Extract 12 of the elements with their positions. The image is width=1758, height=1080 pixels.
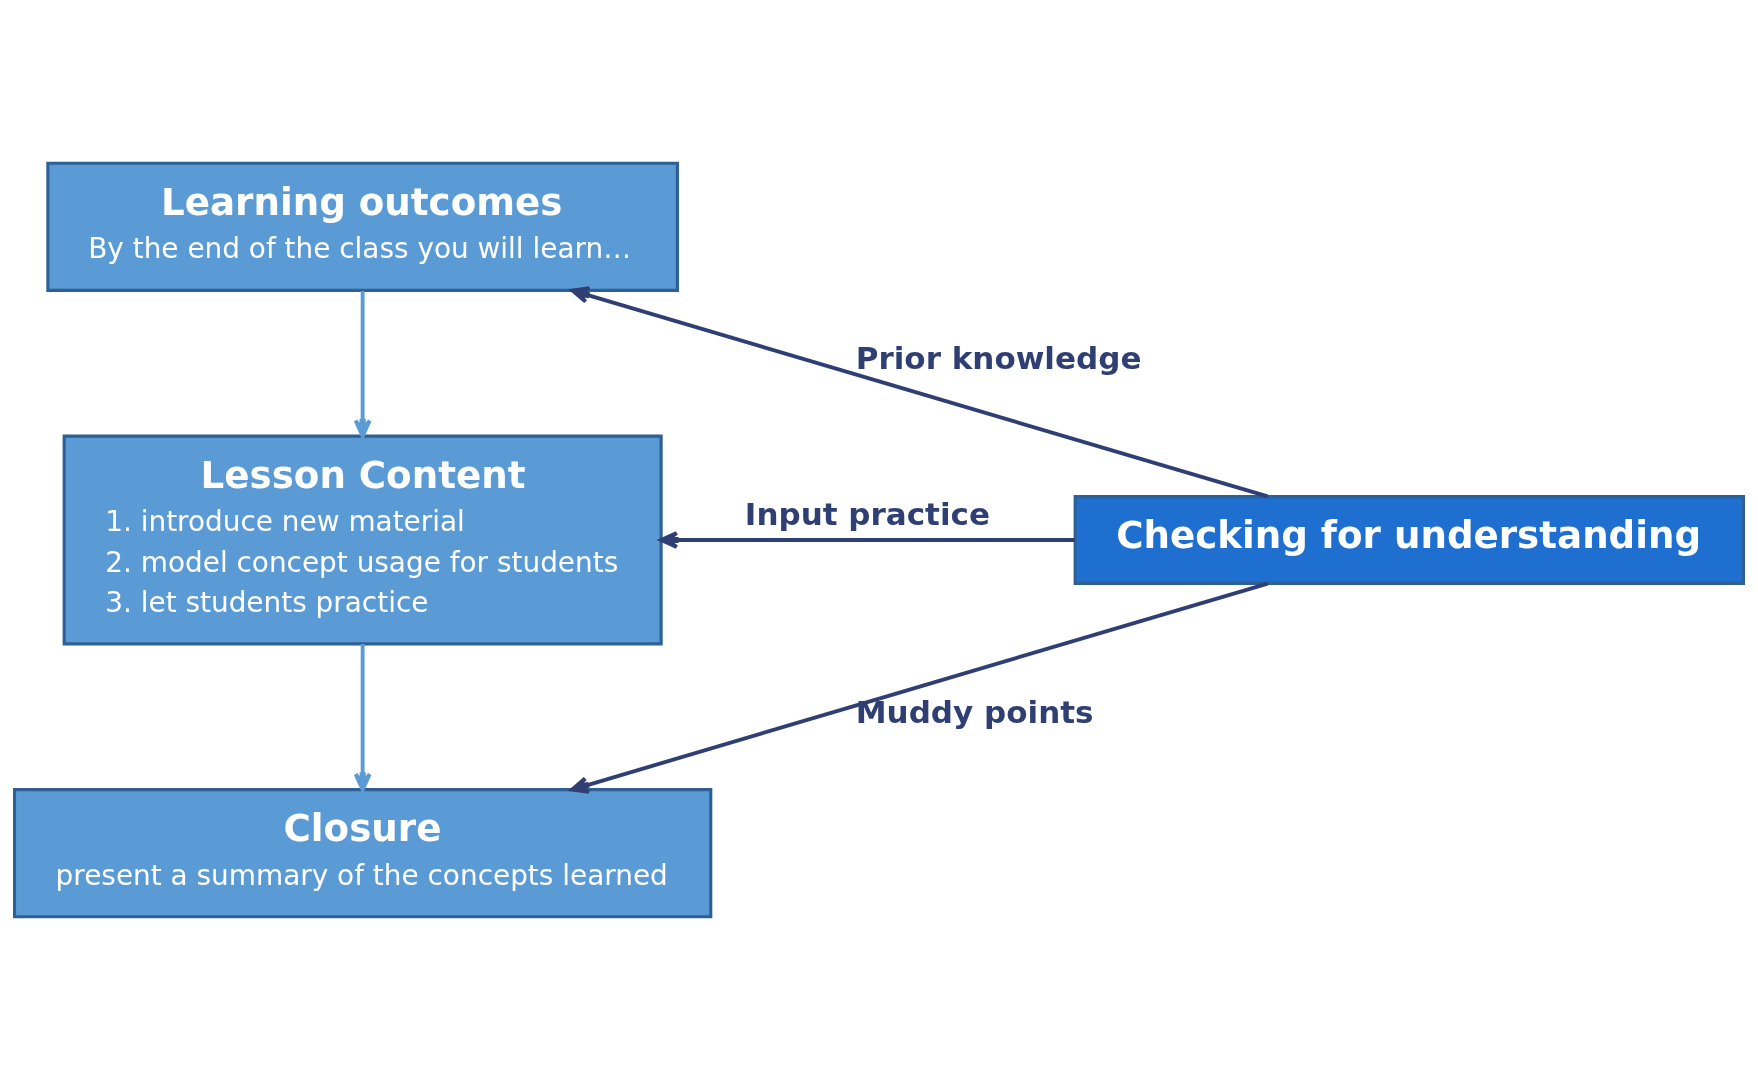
arrow	[659, 531, 1075, 549]
arrow	[353, 291, 372, 439]
node-box: Learning outcomes By the end of the class you will learn…	[46, 161, 679, 292]
edge-label: Muddy points	[855, 693, 1094, 730]
node-box: Lesson Content 1. introduce new material 2. model concept usage for students 3. let students practice	[62, 434, 663, 646]
node-box: Closure present a summary of the concepts learned	[13, 788, 713, 919]
arrow	[570, 581, 1269, 794]
node-box: Checking for understanding	[1073, 495, 1745, 585]
arrow	[353, 643, 372, 792]
arrow	[570, 286, 1269, 499]
edge-label: Input practice	[744, 495, 990, 532]
edge-label: Prior knowledge	[855, 340, 1142, 377]
